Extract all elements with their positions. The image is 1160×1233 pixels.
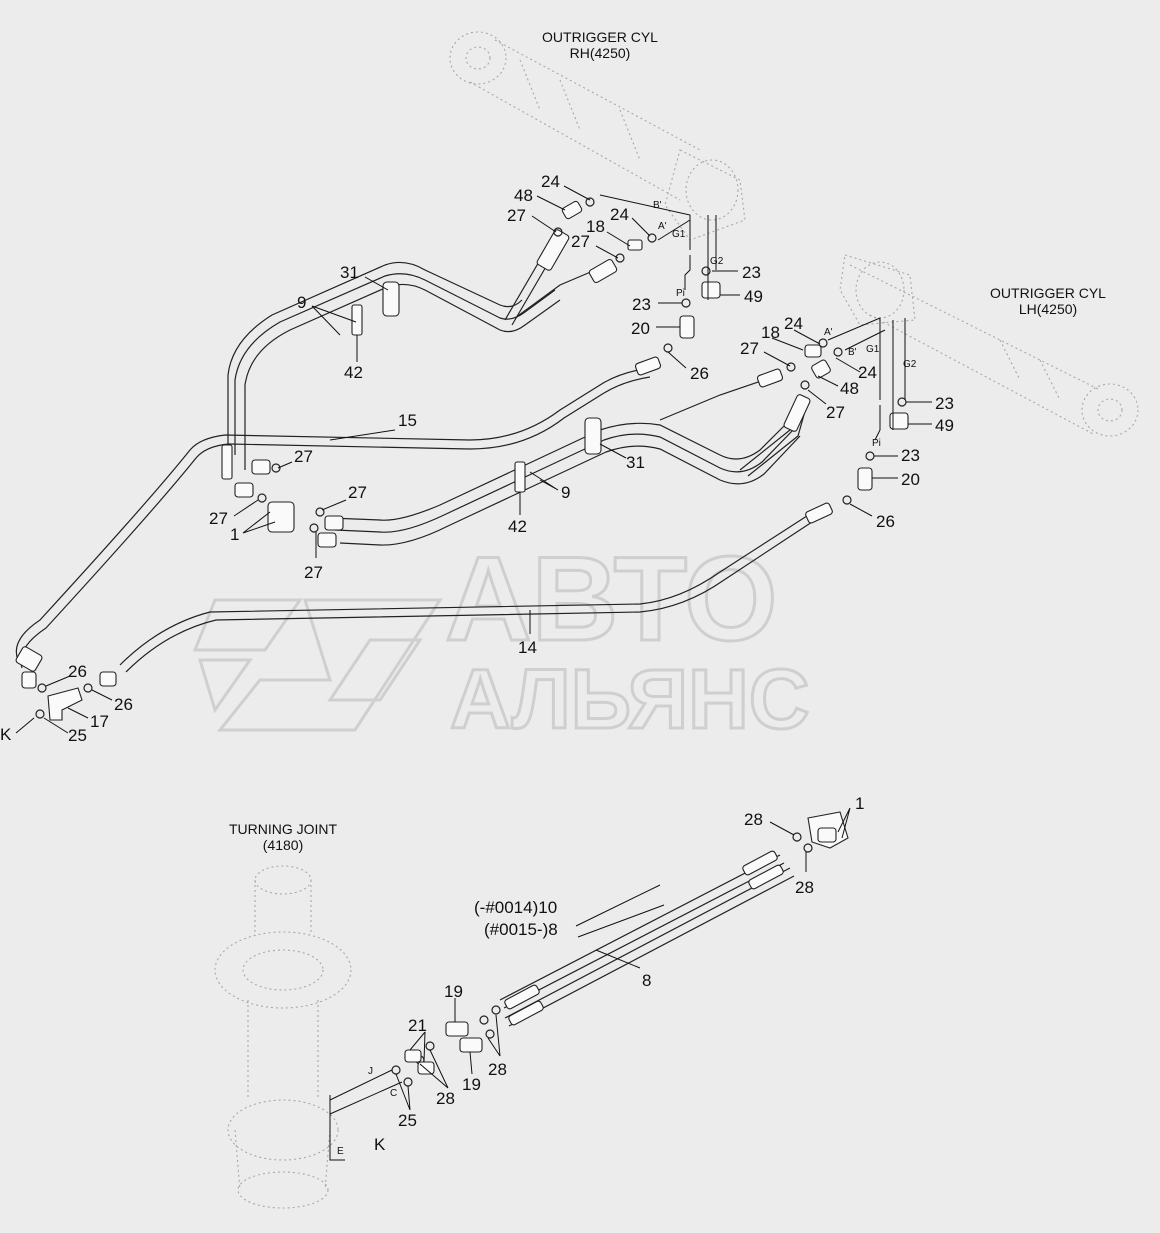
callout-31: 31 [340,263,359,282]
clamp-42-upper [351,304,363,336]
port-c: C [390,1088,397,1099]
lower-piping [329,811,849,1115]
callout-1: 1 [230,525,239,544]
callout-20: 20 [901,470,920,489]
callout-28: 28 [795,878,814,897]
fitting-19-upper [445,1021,469,1037]
callout-14: 14 [518,638,537,657]
callout-15: 15 [398,411,417,430]
watermark-line2: АЛЬЯНС [450,652,810,746]
callout-27: 27 [294,447,313,466]
callout-27: 27 [826,403,845,422]
fitting-19-lower [459,1037,483,1053]
port-b-prime-rh: B' [653,200,662,211]
turning-joint-title-1: TURNING JOINT [229,821,338,837]
callout-42: 42 [344,363,363,382]
tee-part-17 [47,687,83,721]
callout-23: 23 [901,446,920,465]
port-g1-lh: G1 [866,344,880,355]
rh-cylinder-title-1: OUTRIGGER CYL [542,29,658,45]
rh-cylinder-ghost [449,31,746,241]
connector-k-lower: K [374,1135,386,1154]
callout-1: 1 [855,794,864,813]
lh-cylinder-title-1: OUTRIGGER CYL [990,285,1106,301]
callout-31: 31 [626,453,645,472]
callout-26: 26 [114,695,133,714]
callout-28: 28 [744,810,763,829]
callout-24: 24 [858,363,877,382]
lh-cylinder-ghost [839,254,1139,437]
watermark-line1: АВТО [445,532,777,666]
callout-48: 48 [840,379,859,398]
port-g2-rh: G2 [710,256,724,267]
callout-18: 18 [761,323,780,342]
callout-27: 27 [740,339,759,358]
callout-26: 26 [690,364,709,383]
port-a-prime-rh: A' [658,221,667,232]
callout-24: 24 [610,205,629,224]
port-j: J [368,1066,373,1077]
port-g1-rh: G1 [672,229,686,240]
callout-23: 23 [632,295,651,314]
callout-25: 25 [398,1111,417,1130]
lh-cylinder-title-2: LH(4250) [1019,301,1077,317]
callout-23: 23 [935,394,954,413]
upper-fittings [15,197,909,721]
pipe-clamps [221,281,602,493]
callout-9: 9 [297,293,306,312]
callout-27: 27 [571,232,590,251]
callout-42: 42 [508,517,527,536]
watermark-logo: АВТО АЛЬЯНС [192,531,811,748]
turning-joint-ghost [214,865,352,1209]
callout-49: 49 [744,287,763,306]
callout-24: 24 [541,172,560,191]
callout-9: 9 [561,483,570,502]
port-b-prime-lh: B' [848,347,857,358]
callout-27: 27 [304,563,323,582]
port-labels: B' A' G1 G2 Pi A' B' G1 G2 Pi J C E K K [0,194,917,1161]
callout-18: 18 [586,217,605,236]
callout-8: 8 [642,971,651,990]
callout-10-range: (-#0014)10 [474,898,557,917]
connector-k-upper: K [0,725,12,744]
clamp-left [221,444,233,480]
port-g2-lh: G2 [903,359,917,370]
part-callouts: 24 48 27 24 18 27 23 49 23 20 26 31 9 42… [43,172,954,1130]
callout-19: 19 [444,982,463,1001]
callout-48: 48 [514,186,533,205]
clamp-42-lower [514,461,526,493]
callout-28: 28 [436,1089,455,1108]
clamp-31-lower [584,417,602,455]
port-e: E [337,1146,344,1157]
callout-8-range: (#0015-)8 [484,920,558,939]
port-a-prime-lh: A' [824,327,833,338]
callout-23: 23 [742,263,761,282]
callout-24: 24 [784,314,803,333]
callout-27: 27 [507,206,526,225]
callout-27: 27 [209,509,228,528]
component-titles: OUTRIGGER CYL RH(4250) OUTRIGGER CYL LH(… [229,29,1106,853]
callout-20: 20 [631,319,650,338]
callout-27: 27 [348,483,367,502]
turning-joint-title-2: (4180) [263,837,303,853]
callout-28: 28 [488,1060,507,1079]
port-pi-rh: Pi [676,288,685,299]
callout-26: 26 [68,662,87,681]
callout-25: 25 [68,726,87,745]
callout-49: 49 [935,416,954,435]
callout-26: 26 [876,512,895,531]
block-part-1-upper [267,501,295,533]
callout-17: 17 [90,712,109,731]
callout-21: 21 [408,1016,427,1035]
clamp-31-upper [382,281,400,317]
callout-19: 19 [462,1075,481,1094]
port-pi-lh: Pi [872,438,881,449]
rh-cylinder-title-2: RH(4250) [570,45,631,61]
